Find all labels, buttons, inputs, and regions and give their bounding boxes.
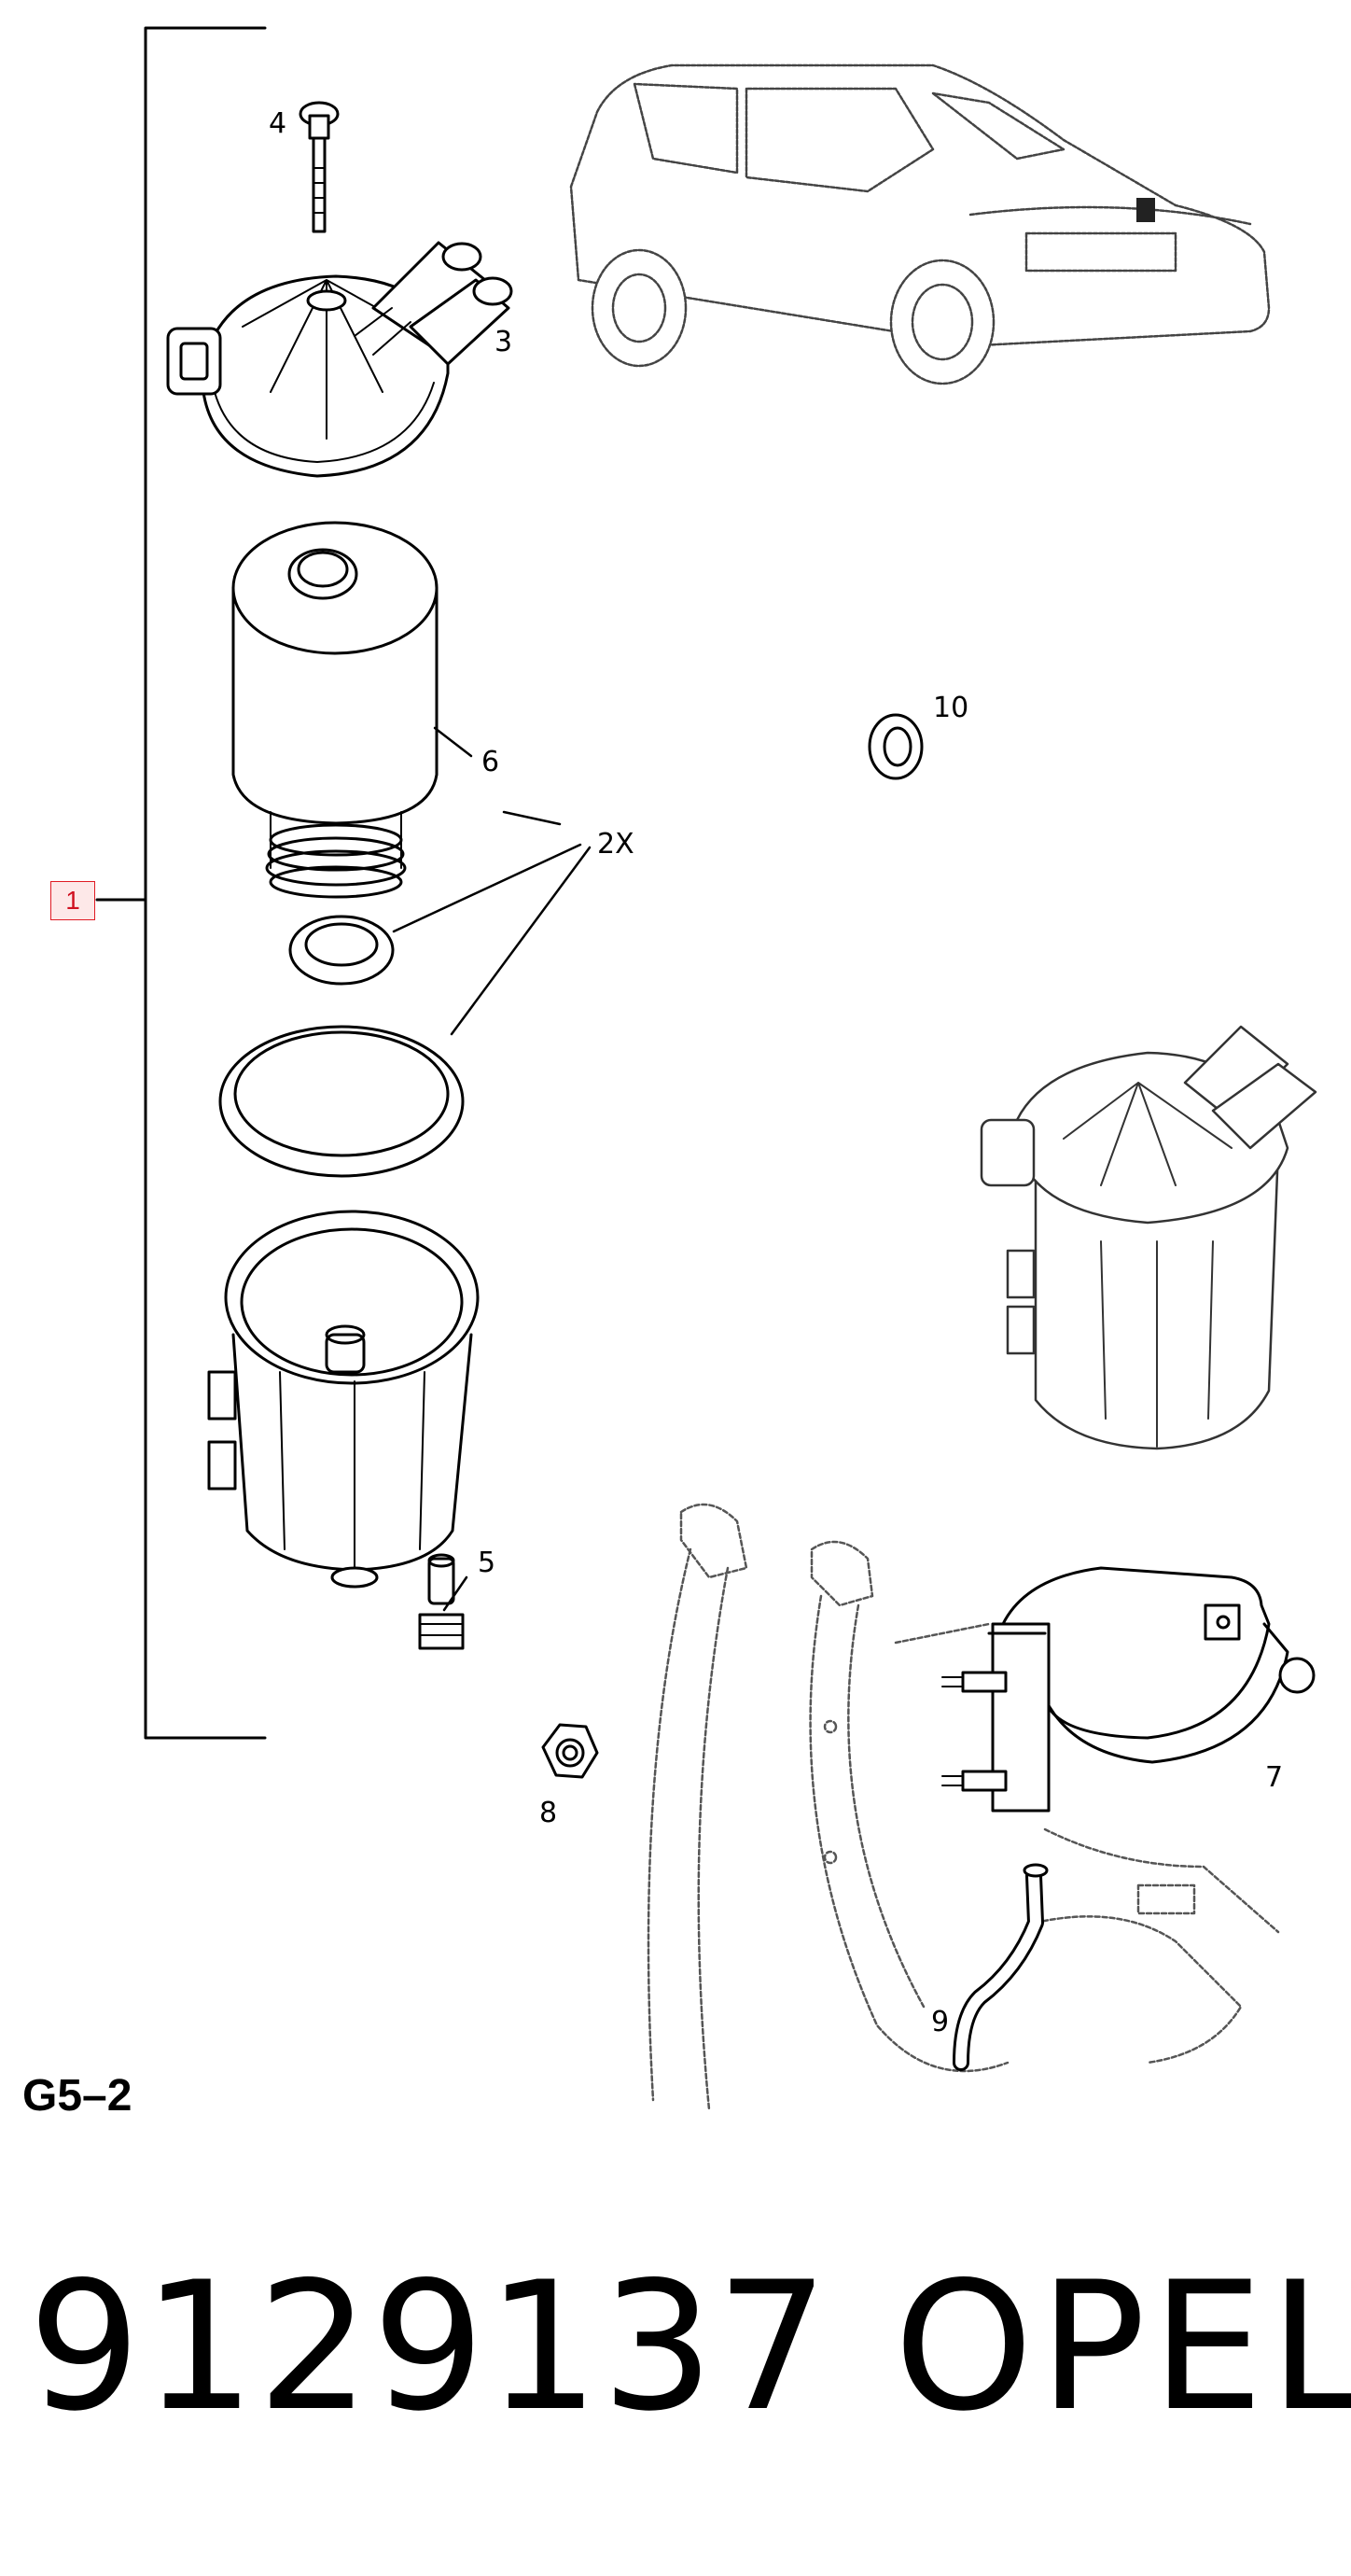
screw-part-4	[299, 101, 340, 233]
nut-part-8	[541, 1723, 599, 1779]
callout-6: 6	[481, 746, 500, 778]
filter-element-part-6	[231, 521, 439, 899]
callout-7: 7	[1265, 1761, 1284, 1794]
mounting-bracket-part-7	[941, 1566, 1316, 1813]
drain-screw-part-5	[418, 1553, 465, 1650]
assembly-callout-1: 1	[50, 881, 95, 920]
assembled-fuel-filter	[980, 1025, 1317, 1450]
part-number: 9129137	[28, 2244, 831, 2450]
chassis-frame	[647, 1503, 1280, 2111]
callout-5: 5	[478, 1547, 496, 1579]
callout-2x: 2X	[597, 828, 634, 861]
small-seal-ring	[288, 915, 395, 986]
section-code: G5–2	[22, 2071, 132, 2121]
grommet-part-10	[868, 713, 924, 780]
fuel-filter-exploded-diagram	[95, 26, 1317, 2111]
callout-3: 3	[494, 326, 513, 358]
large-seal-ring	[218, 1025, 465, 1178]
callout-8: 8	[539, 1797, 558, 1829]
callout-9: 9	[931, 2006, 950, 2038]
leader-lines	[392, 726, 592, 1612]
filter-head-part-3	[166, 241, 513, 478]
hose-part-9	[953, 1863, 1049, 2071]
assembly-bracket	[95, 26, 267, 1740]
minivan-illustration	[569, 63, 1271, 385]
callout-4: 4	[269, 107, 287, 140]
brand-name: OPEL	[894, 2244, 1351, 2450]
filter-bowl	[207, 1210, 480, 1589]
callout-10: 10	[933, 692, 969, 724]
